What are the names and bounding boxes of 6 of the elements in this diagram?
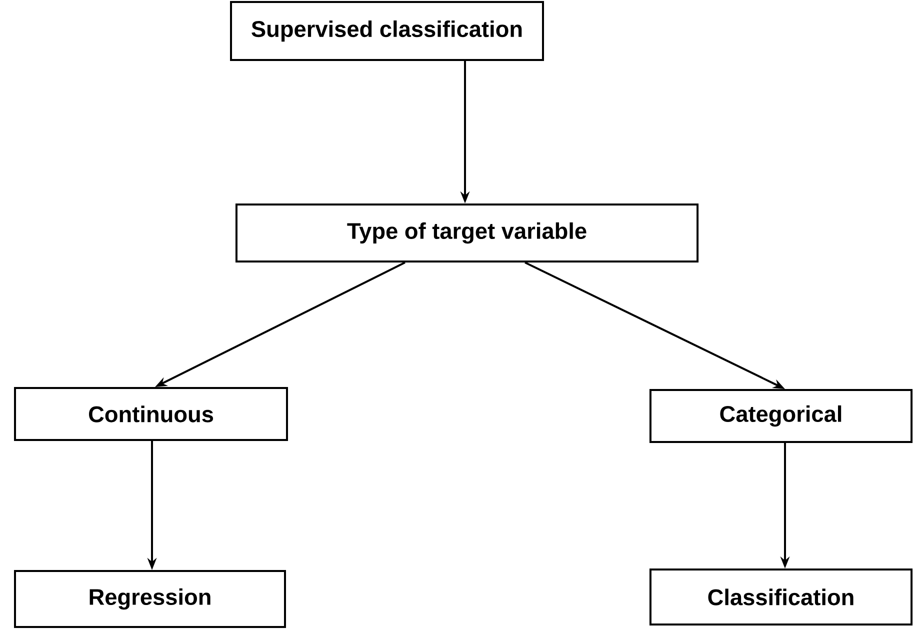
process-box: Categorical: [649, 389, 913, 443]
process-box: Classification: [649, 568, 913, 626]
process-box: Continuous: [14, 387, 288, 441]
process-box: Supervised classification: [230, 1, 544, 61]
process-box: Type of target variable: [235, 203, 699, 263]
process-box: Regression: [14, 570, 286, 628]
